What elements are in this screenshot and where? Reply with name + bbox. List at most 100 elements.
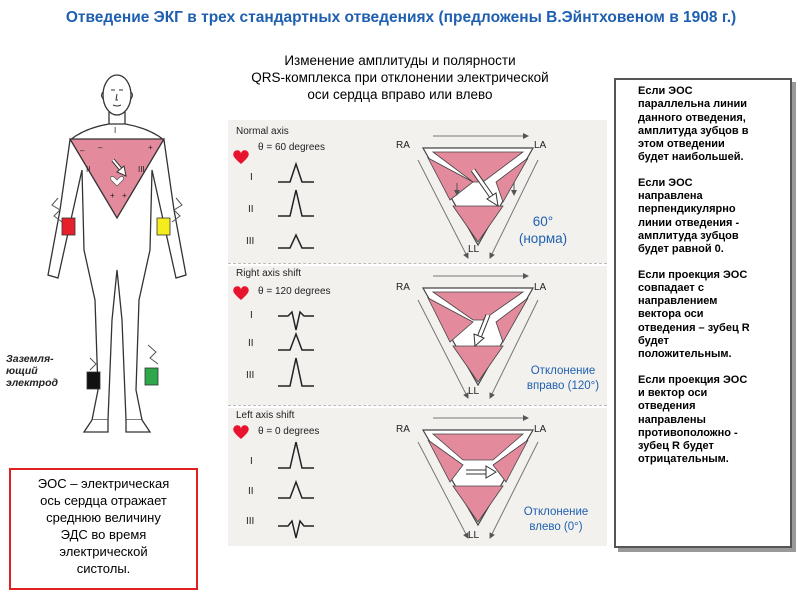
face-details [101, 89, 133, 107]
ground-label-line: ющий [6, 365, 38, 377]
lead-label: II [248, 486, 254, 497]
eos-definition-box: ЭОС – электрическая ось сердца отражает … [9, 468, 198, 590]
rule-line: перпендикулярно [638, 203, 736, 216]
rule-item: Если ЭОС направлена перпендикулярно лини… [622, 177, 786, 257]
vertex-la: LA [534, 424, 547, 435]
lead-label: I [250, 456, 253, 467]
rule-line: данного отведения, [638, 111, 746, 124]
box-line: электрической [59, 544, 148, 559]
caption-left-shift: Отклонение влево (0°) [508, 505, 604, 535]
ground-label-line: электрод [6, 377, 59, 389]
qrs-waveforms-normal [278, 161, 314, 249]
caption-line: (норма) [518, 231, 568, 246]
lead-label: III [246, 516, 255, 527]
subtitle-line: оси сердца вправо или влево [307, 87, 493, 102]
box-line: ось сердца отражает [40, 493, 167, 508]
panel-theta: θ = 0 degrees [258, 426, 320, 437]
rule-line: вектора оси [638, 308, 704, 321]
rule-line: параллельна линии [638, 98, 748, 111]
page-title: Отведение ЭКГ в трех стандартных отведен… [65, 9, 737, 26]
caption-line: Отклонение [530, 365, 596, 377]
rule-line: этом отведении [638, 138, 725, 151]
caption-line: вправо (120°) [526, 380, 600, 392]
rule-line: линии отведения - [638, 216, 740, 229]
rule-line: Если проекция ЭОС [638, 268, 748, 281]
rule-item: Если проекция ЭОС и вектор оси отведения… [622, 374, 786, 467]
vertex-ra: RA [396, 282, 410, 293]
rule-line: будет равной 0. [638, 243, 724, 256]
rule-item: Если проекция ЭОС совпадает с направлени… [622, 269, 786, 362]
caption-normal: 60° (норма) [508, 213, 578, 247]
rule-line: совпадает с [638, 281, 704, 294]
panel-divider [228, 405, 607, 408]
rule-line: Если проекция ЭОС [638, 373, 748, 386]
triangle-sign: + [122, 191, 127, 200]
electrode-ground [86, 371, 101, 390]
heart-sketch [110, 176, 124, 187]
vertex-ra: RA [396, 140, 410, 151]
box-line: среднюю величину [46, 510, 161, 525]
vector-triangle-normal [417, 133, 539, 259]
rule-line: отведения – зубец R [638, 321, 750, 334]
bullet-marker-icon [622, 85, 638, 165]
lead-label: III [246, 370, 255, 381]
heart-icon [233, 425, 249, 439]
caption-line: влево (0°) [529, 521, 583, 533]
vector-triangle-right [417, 273, 539, 399]
lead-label: I [250, 172, 253, 183]
rule-line: амплитуда зубцов в [638, 124, 749, 137]
rule-line: будет [638, 335, 669, 348]
rule-line: отрицательным. [638, 453, 729, 466]
human-body-figure: I II III – – + + + [47, 74, 187, 433]
qrs-waveforms-left [278, 441, 314, 539]
lead-label: III [246, 236, 255, 247]
lead-label: II [248, 204, 254, 215]
electrode-right-arm [61, 217, 76, 236]
electrode-wires [51, 197, 183, 371]
lead-label: I [250, 310, 253, 321]
rule-line: положительным. [638, 348, 732, 361]
figure-subtitle: Изменение амплитуды и полярности QRS-ком… [205, 52, 595, 103]
panel-divider [228, 263, 607, 266]
triangle-sign: + [110, 191, 115, 200]
panel-theta: θ = 60 degrees [258, 142, 325, 153]
qrs-waveforms-right [278, 310, 314, 387]
rule-line: направлена [638, 190, 703, 203]
box-line: систолы. [76, 561, 131, 576]
panel-heading: Normal axis [236, 126, 289, 137]
vertex-ll: LL [468, 530, 480, 541]
rule-line: отведения [638, 400, 696, 413]
heart-icon [233, 286, 249, 300]
rule-line: Если ЭОС [638, 85, 693, 97]
triangle-label-ii: II [86, 165, 90, 174]
rule-item: Если ЭОС параллельна линии данного отвед… [622, 85, 786, 165]
rule-line: направлены [638, 413, 706, 426]
vertex-ra: RA [396, 424, 410, 435]
vertex-ll: LL [468, 244, 480, 255]
electrode-left-leg [144, 367, 159, 386]
panels-drawing [233, 133, 539, 539]
vector-triangle-left [417, 415, 539, 539]
einthoven-triangle [68, 138, 166, 220]
triangle-sign: – [80, 146, 85, 155]
ground-electrode-label: Заземля- ющий электрод [6, 353, 76, 389]
bullet-marker-icon [622, 177, 638, 257]
panel-heading: Right axis shift [236, 268, 302, 279]
axis-panels: Normal axis θ = 60 degrees I II III RA L… [228, 120, 607, 546]
box-line: ЭОС – электрическая [37, 476, 170, 491]
triangle-sign: – [98, 143, 103, 152]
caption-line: 60° [532, 214, 554, 229]
subtitle-line: QRS-комплекса при отклонении электрическ… [251, 70, 549, 85]
box-line: ЭДС во время [60, 527, 147, 542]
vertex-la: LA [534, 282, 547, 293]
panel-heading: Left axis shift [236, 410, 295, 421]
rule-line: Если ЭОС [638, 176, 693, 189]
bullet-marker-icon [622, 374, 638, 467]
rule-line: противоположно - [638, 426, 738, 439]
ground-label-line: Заземля- [6, 353, 54, 365]
rule-line: зубец R будет [638, 440, 714, 453]
rule-line: амплитуда зубцов [638, 229, 739, 242]
electrode-left-arm [156, 217, 171, 236]
heart-icon [233, 150, 249, 164]
triangle-label-iii: III [138, 165, 145, 174]
